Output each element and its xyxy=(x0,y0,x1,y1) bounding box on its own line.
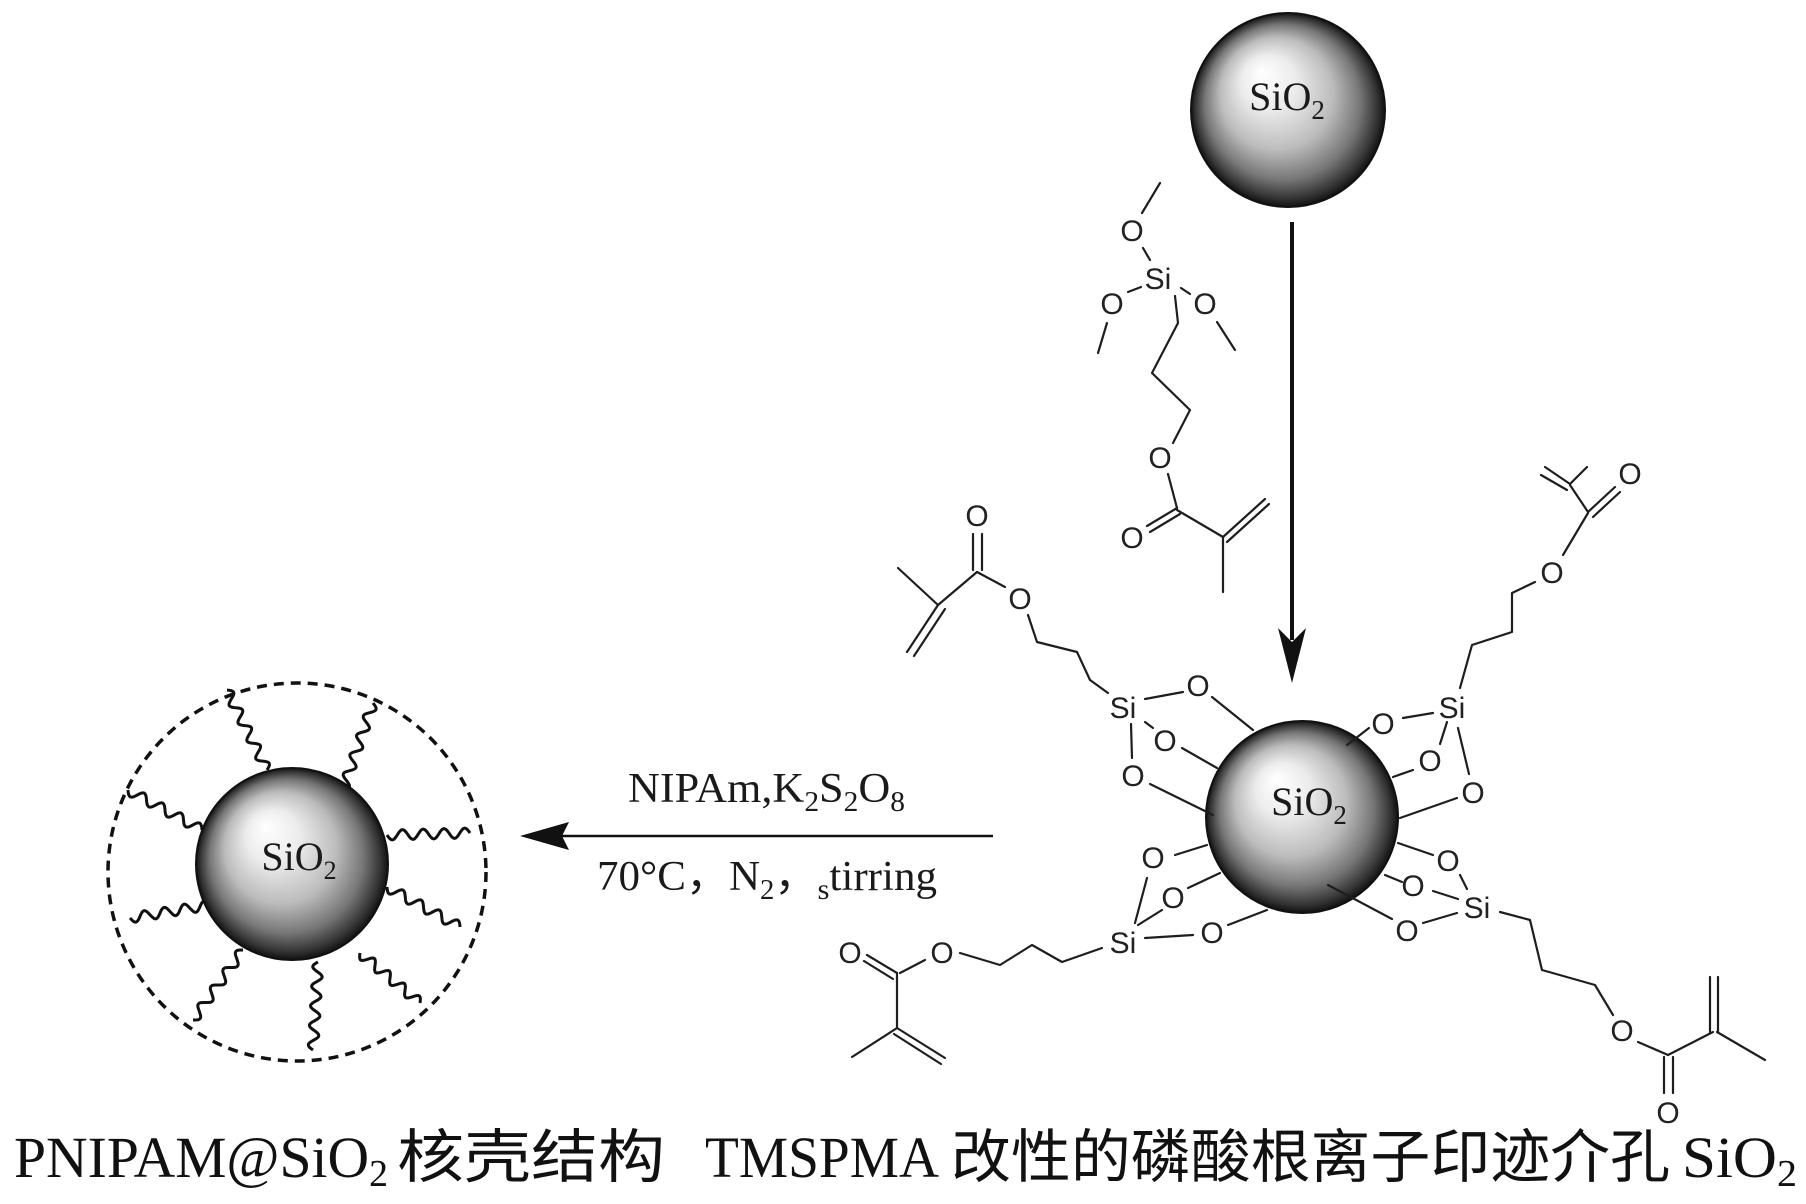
oxygen-atom-label: O xyxy=(965,500,988,533)
graft-upper-left: O O Si O O O xyxy=(896,500,1255,817)
oxygen-atom-label: O xyxy=(1618,458,1641,491)
oxygen-atom-label: O xyxy=(1200,917,1223,950)
pnipam-chains xyxy=(126,688,472,1052)
oxygen-atom-label: O xyxy=(1656,1097,1679,1130)
sphere-label: SiO2 xyxy=(261,834,336,885)
oxygen-atom-label: O xyxy=(1371,708,1394,741)
oxygen-atom-label: O xyxy=(1193,288,1216,321)
graft-bonds xyxy=(1326,841,1767,1095)
tmspma-molecule: O Si O O O O xyxy=(1096,181,1271,594)
arrow-left-icon xyxy=(520,822,993,850)
sphere-shape xyxy=(1190,12,1386,208)
oxygen-atom-label: O xyxy=(1141,842,1164,875)
caption-intermediate-description: 改性的磷酸根离子印迹介孔 xyxy=(951,1125,1670,1190)
graft-lower-left: O O Si O O O xyxy=(838,842,1269,1066)
graft-bonds xyxy=(896,532,1255,817)
sphere-label: SiO2 xyxy=(1249,74,1325,125)
polymer-chain xyxy=(306,960,324,1052)
polymer-chain xyxy=(126,789,204,831)
pnipam-core-shell-particle: SiO2 xyxy=(106,681,488,1063)
oxygen-atom-label: O xyxy=(1120,215,1143,248)
bare-silica-sphere: SiO2 xyxy=(1190,12,1386,208)
polymer-chain xyxy=(385,826,472,842)
oxygen-atom-label: O xyxy=(1395,915,1418,948)
sphere-label: SiO2 xyxy=(1271,779,1347,830)
caption-product-description: 核壳结构 xyxy=(397,1125,665,1190)
oxygen-atom-label: O xyxy=(1100,288,1123,321)
silicon-atom-label: Si xyxy=(1464,892,1491,925)
caption-modifier-name: TMSPMA xyxy=(705,1125,939,1190)
oxygen-atom-label: O xyxy=(1186,670,1209,703)
oxygen-atom-label: O xyxy=(1148,442,1171,475)
silicon-atom-label: Si xyxy=(1145,263,1172,296)
silicon-atom-label: Si xyxy=(1110,927,1137,960)
oxygen-atom-label: O xyxy=(1610,1015,1633,1048)
oxygen-atom-label: O xyxy=(1436,845,1459,878)
polymer-chain xyxy=(358,952,422,1004)
polymer-chain xyxy=(193,948,243,1022)
graft-lower-right: O O O Si O O xyxy=(1326,841,1767,1130)
sphere-shape xyxy=(1205,720,1399,914)
oxygen-atom-label: O xyxy=(1153,725,1176,758)
oxygen-atom-label: O xyxy=(1418,745,1441,778)
silicon-atom-label: Si xyxy=(1110,692,1137,725)
graft-bonds xyxy=(1345,465,1622,820)
oxygen-atom-label: O xyxy=(1120,522,1143,555)
sphere-shape xyxy=(195,767,389,961)
polymer-chain xyxy=(226,688,271,771)
arrow-down-icon xyxy=(1278,222,1306,683)
silicon-atom-label: Si xyxy=(1439,692,1466,725)
oxygen-atom-label: O xyxy=(1461,777,1484,810)
polymer-shell-boundary xyxy=(106,681,488,1063)
oxygen-atom-label: O xyxy=(1161,882,1184,915)
oxygen-atom-label: O xyxy=(930,937,953,970)
polymer-chain xyxy=(341,702,378,792)
caption-product-name: PNIPAM@SiO2 xyxy=(14,1125,388,1195)
oxygen-atom-label: O xyxy=(838,937,861,970)
figure-caption: PNIPAM@SiO2 核壳结构 TMSPMA 改性的磷酸根离子印迹介孔 SiO… xyxy=(14,1125,1797,1195)
polymer-chain xyxy=(128,899,212,924)
oxygen-atom-label: O xyxy=(1540,557,1563,590)
oxygen-atom-label: O xyxy=(1008,583,1031,616)
polymer-chain xyxy=(385,886,462,928)
oxygen-atom-label: O xyxy=(1401,870,1424,903)
oxygen-atom-label: O xyxy=(1121,760,1144,793)
tmspma-bonds xyxy=(1096,181,1271,594)
graft-upper-right: O O Si O O O xyxy=(1345,458,1642,820)
modified-silica-sphere: SiO2 xyxy=(1205,720,1399,914)
graft-bonds xyxy=(850,843,1269,1066)
